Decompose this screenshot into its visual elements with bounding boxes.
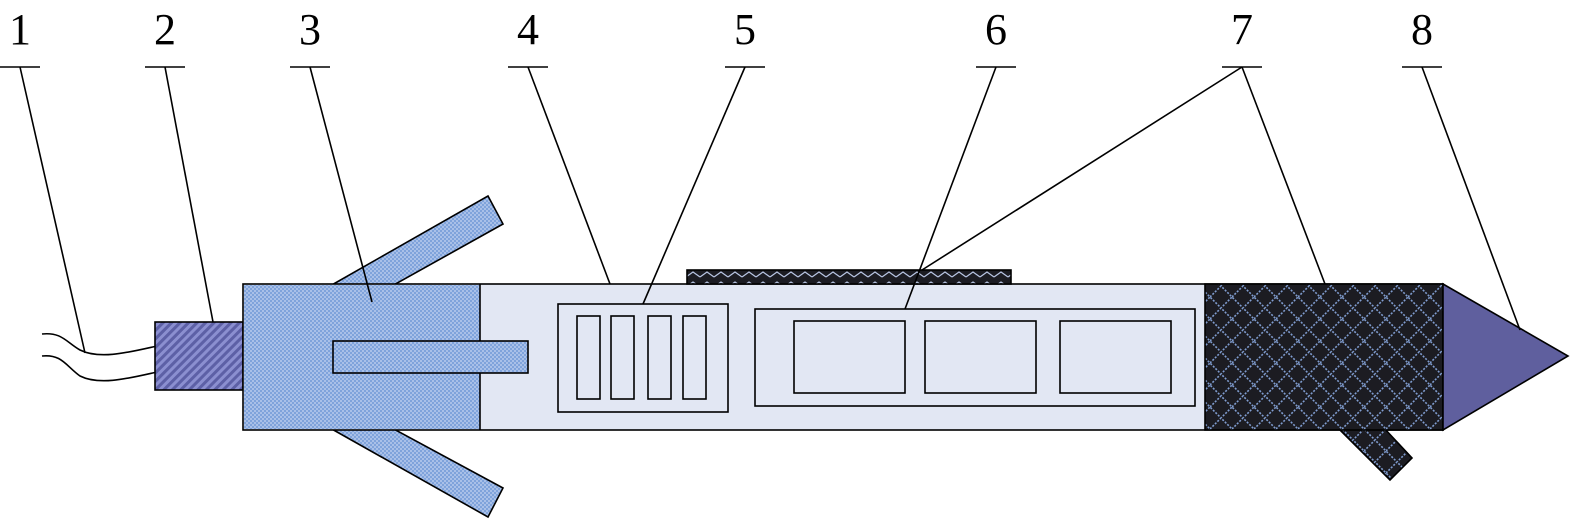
- tail-rod: [332, 340, 529, 374]
- connector: [154, 321, 244, 391]
- tail-fin-lower: [326, 427, 505, 519]
- circuit-cell-2: [610, 315, 635, 400]
- callout-label-4: 4: [517, 5, 539, 54]
- leader-6-pointer: [904, 66, 997, 310]
- leader-5-pointer: [642, 66, 746, 305]
- circuit-cell-4: [682, 315, 707, 400]
- callout-label-3: 3: [299, 5, 321, 54]
- top-sensor-strip: [686, 269, 1012, 285]
- leader-7-pointer-b: [1241, 66, 1326, 285]
- cable-upper: [41, 332, 158, 356]
- callout-label-7: 7: [1231, 5, 1253, 54]
- mesh-side-tab: [1336, 427, 1414, 482]
- leader-4-pointer: [527, 66, 611, 285]
- battery-cell-3: [1059, 320, 1172, 394]
- leader-7-pointer-a: [921, 66, 1243, 271]
- leader-3-pointer: [309, 66, 373, 303]
- callout-label-5: 5: [734, 5, 756, 54]
- battery-cell-1: [793, 320, 906, 394]
- cable-lower: [41, 355, 158, 382]
- leader-2-pointer: [164, 66, 214, 323]
- front-mesh-section: [1204, 283, 1444, 431]
- callout-labels: 1 2 3 4 5 6 7 8: [9, 5, 1433, 54]
- callout-label-2: 2: [154, 5, 176, 54]
- callout-label-1: 1: [9, 5, 31, 54]
- leader-1-pointer: [19, 66, 86, 354]
- nose-cone: [1442, 282, 1570, 432]
- circuit-cell-1: [576, 315, 601, 400]
- leader-8-pointer: [1421, 66, 1521, 331]
- leader-lines: [0, 66, 1521, 354]
- circuit-cell-3: [647, 315, 672, 400]
- callout-label-8: 8: [1411, 5, 1433, 54]
- battery-cell-2: [924, 320, 1037, 394]
- callout-label-6: 6: [985, 5, 1007, 54]
